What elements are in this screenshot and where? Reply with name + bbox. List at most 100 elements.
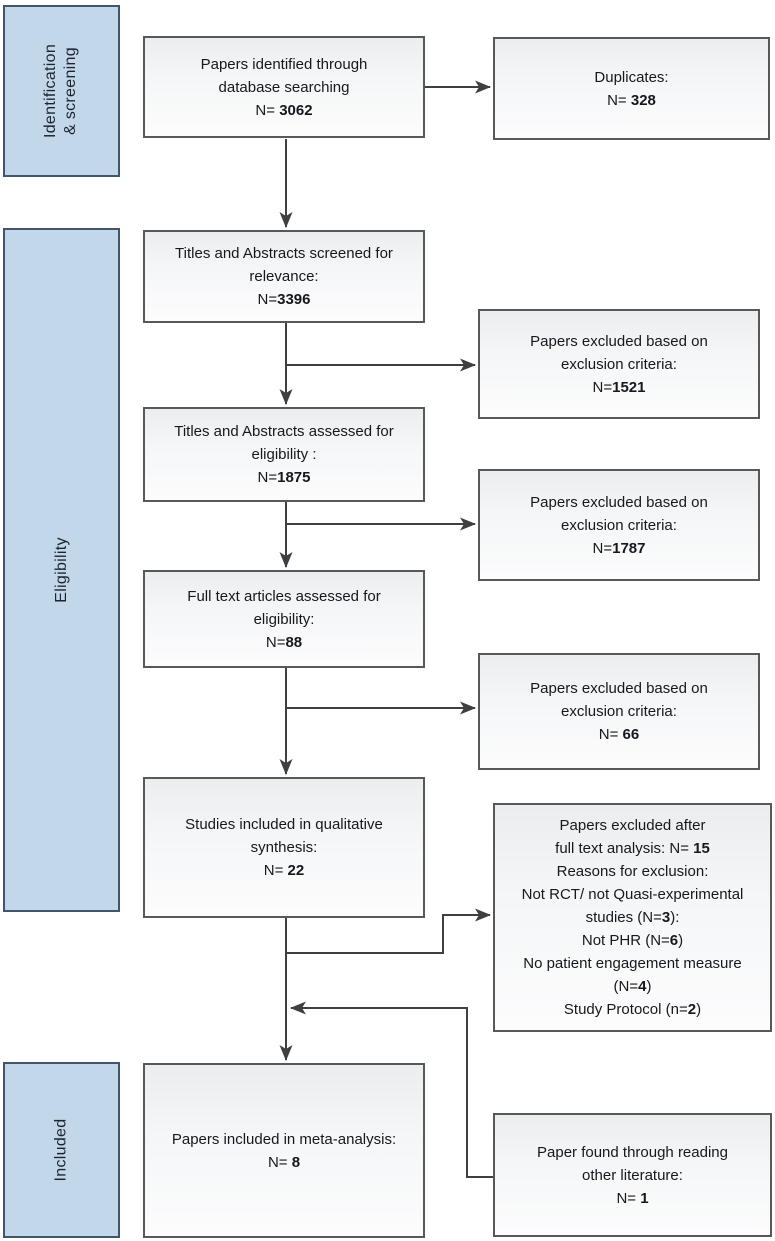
box-text-line: (N=4) [495, 975, 770, 998]
n-label: N= [267, 1153, 292, 1171]
n-label: N= [263, 862, 288, 879]
stage-label-line: Identification [42, 43, 60, 139]
n-value: 8 [291, 1153, 301, 1171]
box-text-line: No patient engagement measure [495, 952, 770, 975]
arrow-other-literature-merge [290, 1001, 493, 1178]
n-value: 6 [669, 932, 679, 949]
box-text-line: Duplicates: [594, 68, 669, 86]
text-segment: studies (N= [585, 909, 662, 926]
box-text-line: Not RCT/ not Quasi-experimental [495, 883, 770, 906]
box-titles-abstracts-screened: Titles and Abstracts screened for releva… [143, 230, 425, 323]
box-count-line: N= 22 [145, 859, 423, 882]
n-label: N= [255, 101, 280, 119]
n-label: N= [607, 91, 631, 109]
box-text-line: Papers identified through [200, 55, 368, 73]
n-value: 1 [640, 1189, 649, 1207]
box-text-line: exclusion criteria: [561, 516, 677, 534]
box-text-line: Papers excluded based on [530, 332, 708, 350]
box-text-line: Study Protocol (n=2) [495, 998, 770, 1021]
box-count-line: N=3396 [145, 288, 423, 311]
box-text-line: full text analysis: N= 15 [495, 837, 770, 860]
stage-label: Identification & screening [41, 44, 81, 138]
box-text-line: other literature: [582, 1166, 683, 1184]
stage-eligibility: Eligibility [3, 228, 120, 912]
box-text-line: Papers included in meta-analysis: [171, 1130, 397, 1148]
box-text-line: exclusion criteria: [561, 355, 677, 373]
n-value: 88 [285, 633, 303, 651]
text-segment: No patient engagement measure [523, 955, 742, 972]
n-value: 2 [687, 1001, 697, 1018]
box-count-line: N= 328 [495, 89, 768, 112]
text-segment: Study Protocol (n= [563, 1001, 688, 1018]
n-value: 3396 [277, 291, 311, 308]
n-value: 1521 [612, 378, 646, 396]
box-text-line: relevance: [249, 268, 319, 285]
box-count-line: N=1521 [480, 376, 758, 399]
box-text-line: eligibility: [253, 610, 315, 628]
box-papers-identified: Papers identified through database searc… [143, 36, 425, 138]
n-value: 328 [630, 91, 656, 109]
stage-label-line: & screening [62, 47, 80, 135]
box-excluded-1521: Papers excluded based on exclusion crite… [478, 309, 760, 419]
n-value: 15 [693, 840, 710, 857]
box-text-line: Titles and Abstracts screened for [175, 245, 393, 262]
box-duplicates: Duplicates: N= 328 [493, 37, 770, 140]
box-text-line: exclusion criteria: [561, 703, 677, 720]
n-value: 3 [661, 909, 671, 926]
box-count-line: N= 1 [495, 1187, 770, 1210]
box-excluded-66: Papers excluded based on exclusion crite… [478, 653, 760, 770]
n-label: N= [598, 726, 623, 743]
box-count-line: N=88 [145, 631, 423, 654]
n-value: 4 [638, 978, 647, 995]
text-segment: Reasons for exclusion: [556, 863, 709, 880]
box-count-line: N=1875 [145, 466, 423, 489]
box-text-line: Full text articles assessed for [187, 587, 381, 605]
stage-label: Eligibility [52, 537, 70, 603]
box-count-line: N= 8 [145, 1151, 423, 1174]
text-segment: ) [678, 932, 684, 949]
n-value: 3062 [279, 101, 313, 119]
box-qualitative-synthesis: Studies included in qualitative synthesi… [143, 777, 425, 918]
n-label: N= [616, 1189, 641, 1207]
n-value: 1787 [612, 539, 646, 557]
n-label: N= [592, 539, 613, 557]
box-count-line: N=1787 [480, 537, 758, 560]
box-meta-analysis: Papers included in meta-analysis: N= 8 [143, 1063, 425, 1238]
box-text-line: synthesis: [250, 839, 318, 856]
box-text-line: database searching [218, 78, 350, 96]
text-segment: ) [696, 1001, 702, 1018]
box-text-line: studies (N=3): [495, 906, 770, 929]
box-count-line: N= 3062 [145, 99, 423, 122]
text-segment: Not PHR (N= [581, 932, 670, 949]
n-label: N= [592, 378, 613, 396]
n-value: 1875 [277, 469, 311, 486]
box-text-line: Papers excluded based on [530, 493, 708, 511]
box-text-line: Studies included in qualitative [185, 816, 383, 833]
box-text-line: Papers excluded based on [530, 680, 708, 697]
stage-label: Included [52, 1118, 70, 1182]
arrow-branch-to-excluded-fulltext [287, 908, 491, 954]
box-text-line: Paper found through reading [537, 1143, 728, 1161]
box-excluded-1787: Papers excluded based on exclusion crite… [478, 469, 760, 581]
text-segment: full text analysis: N= [555, 840, 694, 857]
n-label: N= [257, 291, 278, 308]
n-label: N= [257, 469, 278, 486]
n-value: 22 [287, 862, 305, 879]
n-value: 66 [622, 726, 640, 743]
text-segment: ) [646, 978, 652, 995]
text-segment: (N= [613, 978, 639, 995]
box-text-line: Titles and Abstracts assessed for [174, 423, 394, 440]
stage-identification-screening: Identification & screening [3, 5, 120, 177]
box-text-line: eligibility : [251, 446, 317, 463]
box-other-literature: Paper found through reading other litera… [493, 1113, 772, 1237]
n-label: N= [265, 633, 286, 651]
stage-included: Included [3, 1062, 120, 1238]
text-segment: ): [670, 909, 680, 926]
box-text-line: Papers excluded after [495, 814, 770, 837]
text-segment: Papers excluded after [559, 817, 706, 834]
box-excluded-fulltext-reasons: Papers excluded after full text analysis… [493, 803, 772, 1032]
box-fulltext-assessed: Full text articles assessed for eligibil… [143, 570, 425, 668]
box-titles-abstracts-assessed: Titles and Abstracts assessed for eligib… [143, 407, 425, 502]
